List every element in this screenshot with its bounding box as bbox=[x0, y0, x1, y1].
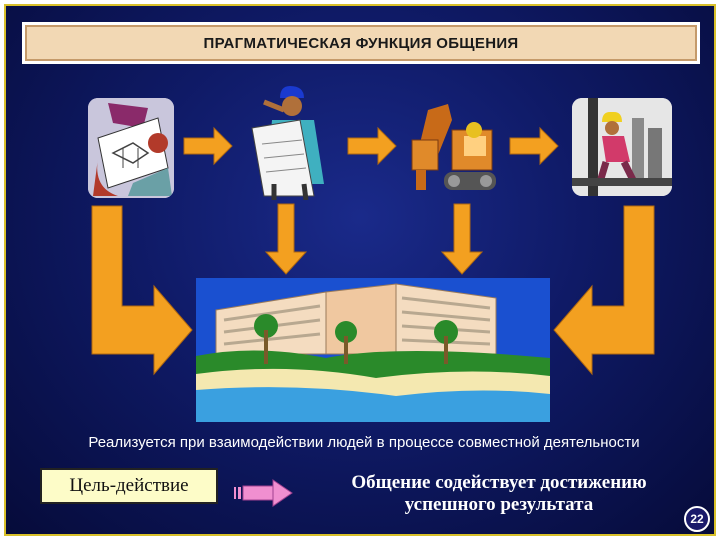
result-text: Общение содействует достижению успешного… bbox=[304, 472, 694, 516]
arrow-down-3 bbox=[440, 203, 484, 275]
goal-label: Цель-действие bbox=[69, 475, 189, 496]
goal-box: Цель-действие bbox=[40, 468, 218, 504]
arrow-right-2 bbox=[347, 126, 397, 166]
caption: Реализуется при взаимодействии людей в п… bbox=[88, 434, 640, 451]
architect-icon bbox=[88, 98, 174, 198]
page-number: 22 bbox=[684, 506, 710, 532]
construction-worker-icon bbox=[572, 98, 672, 196]
arrow-l-right bbox=[553, 205, 655, 376]
title-box: ПРАГМАТИЧЕСКАЯ ФУНКЦИЯ ОБЩЕНИЯ bbox=[22, 22, 700, 64]
flow-arrows bbox=[91, 126, 655, 376]
pink-arrow bbox=[234, 479, 293, 507]
excavator-icon bbox=[408, 100, 498, 196]
result-line-2: успешного результата bbox=[404, 494, 594, 515]
arrow-down-2 bbox=[264, 203, 308, 275]
engineer-with-blueprint-icon bbox=[244, 84, 340, 200]
slide-title: ПРАГМАТИЧЕСКАЯ ФУНКЦИЯ ОБЩЕНИЯ bbox=[203, 34, 519, 52]
arrow-right-1 bbox=[183, 126, 233, 166]
result-line-1: Общение содействует достижению bbox=[351, 472, 647, 493]
arrow-right-3 bbox=[509, 126, 559, 166]
slide: ПРАГМАТИЧЕСКАЯ ФУНКЦИЯ ОБЩЕНИЯ bbox=[4, 4, 716, 536]
arrow-l-left bbox=[91, 205, 193, 376]
building-by-sea-icon bbox=[196, 278, 550, 422]
